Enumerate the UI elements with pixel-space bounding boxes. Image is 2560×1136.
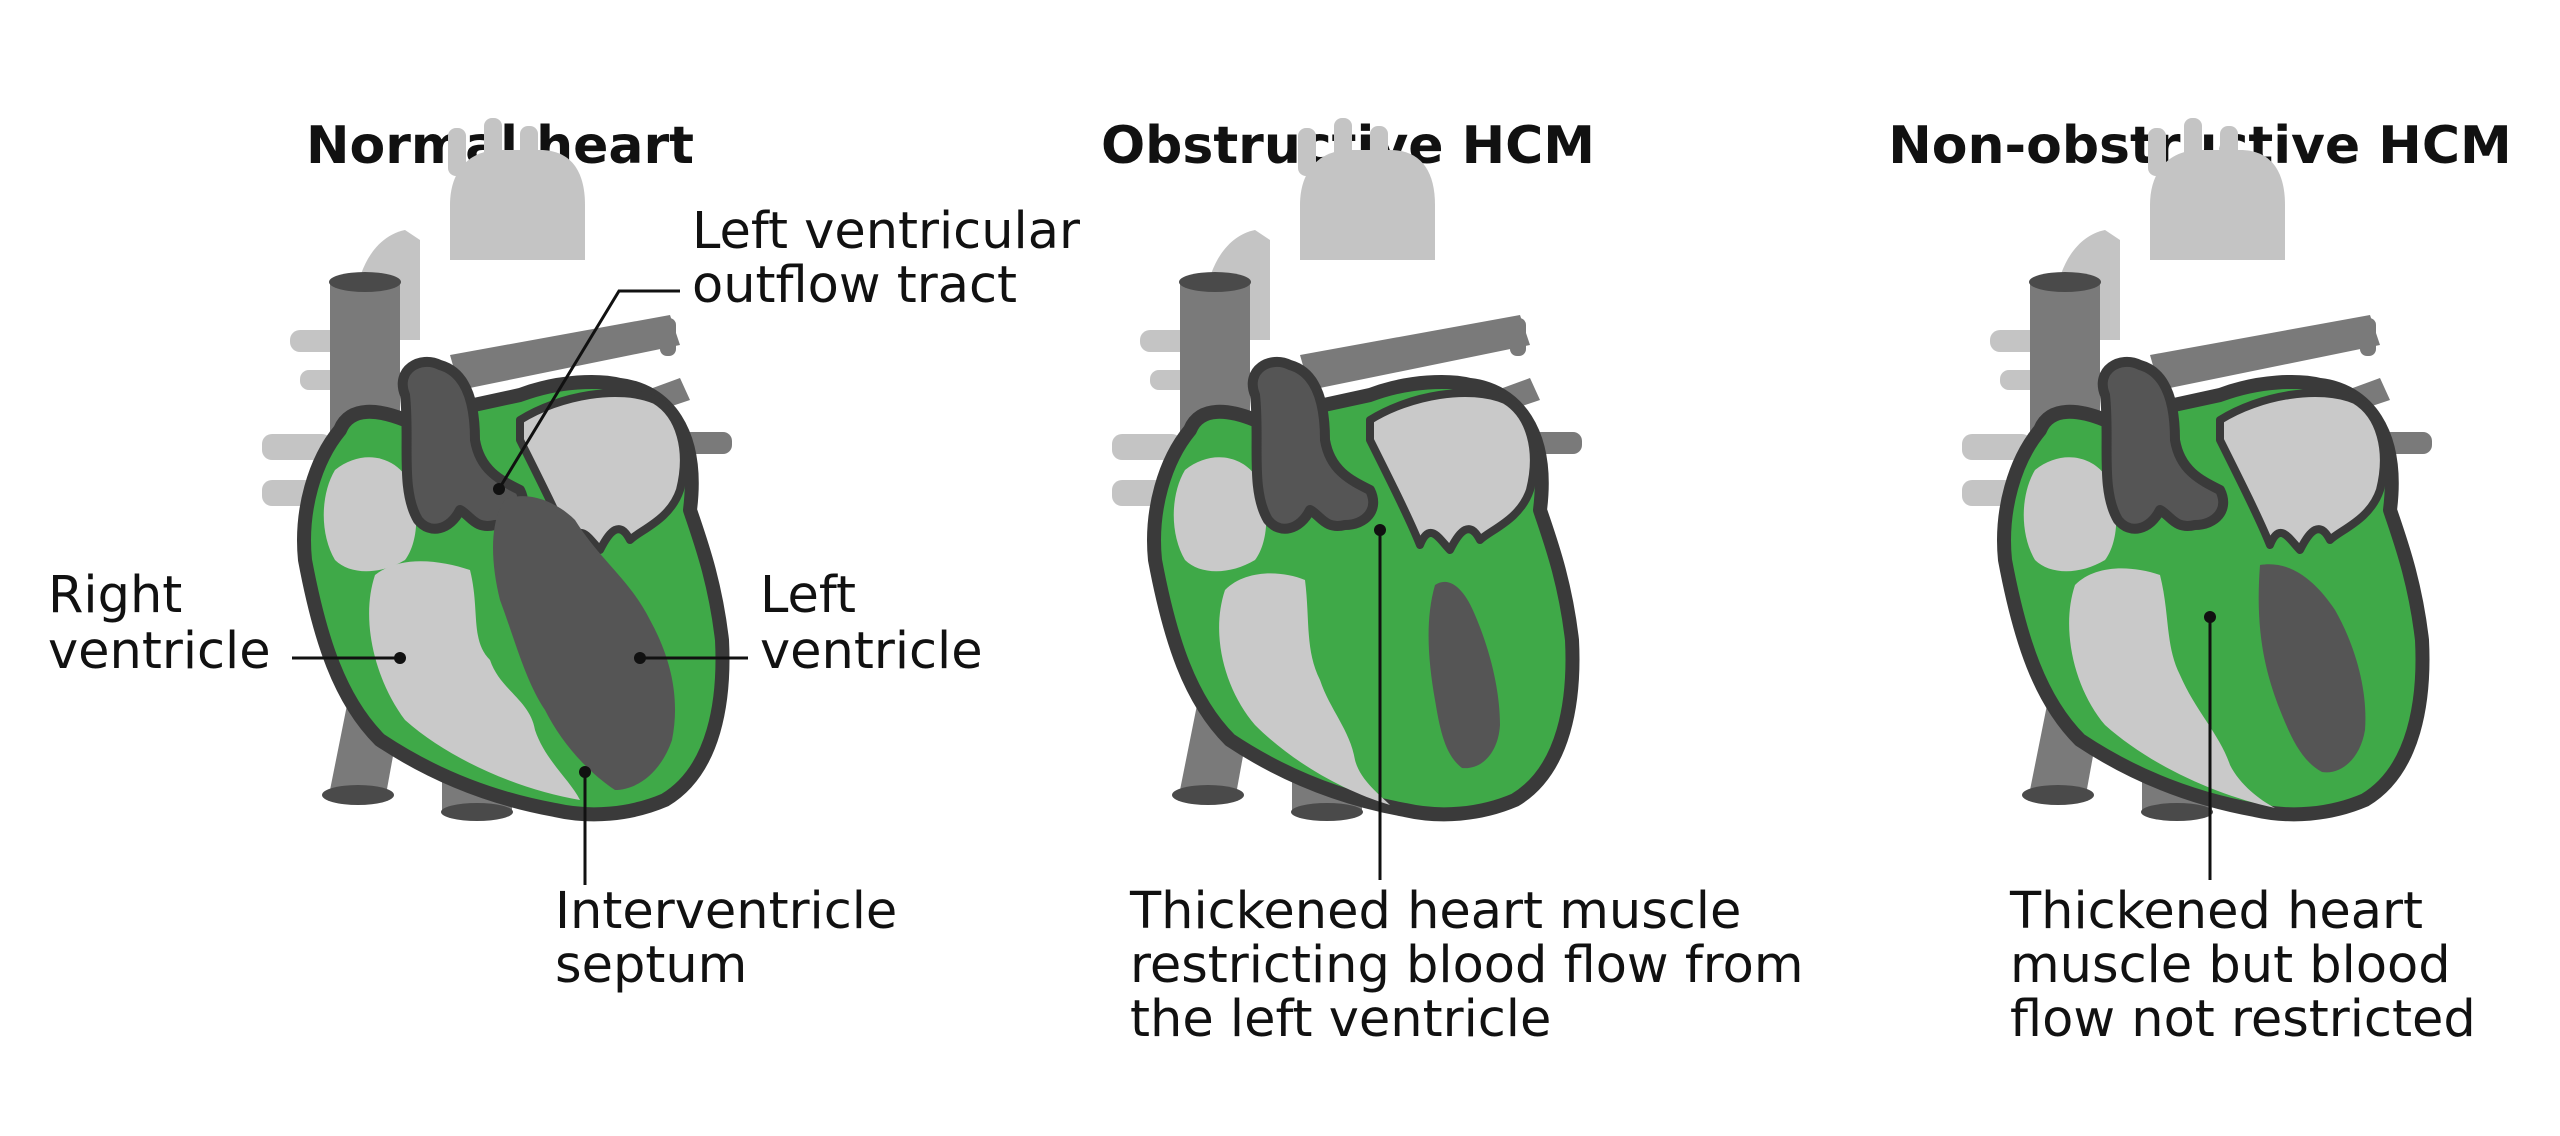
non-obstructive-hcm-panel: Non-obstructive HCM Thickened heart musc… — [1888, 116, 2512, 1049]
normal-heart-illustration — [262, 118, 732, 821]
obstructive-hcm-illustration — [1112, 118, 1582, 821]
obstructive-caption-line3: the left ventricle — [1130, 990, 1551, 1049]
right-ventricle-label-line2: ventricle — [48, 622, 271, 681]
right-ventricle-label-line1: Right — [48, 566, 182, 625]
normal-heart-panel: Normal heart Left ventricular outflow tr… — [48, 116, 1080, 995]
left-ventricle-label-line2: ventricle — [760, 622, 983, 681]
non-obstructive-caption-line3: flow not restricted — [2010, 990, 2476, 1049]
lvot-label-line2: outflow tract — [692, 256, 1017, 315]
non-obstructive-caption-line1: Thickened heart — [2009, 882, 2423, 941]
right-ventricle-callout: Right ventricle — [48, 566, 406, 681]
non-obstructive-hcm-illustration — [1962, 118, 2432, 821]
non-obstructive-callout: Thickened heart muscle but blood flow no… — [2009, 611, 2476, 1049]
non-obstructive-caption-line2: muscle but blood — [2010, 936, 2451, 995]
obstructive-caption-line1: Thickened heart muscle — [1129, 882, 1741, 941]
left-ventricle-callout: Left ventricle — [634, 566, 983, 681]
obstructive-caption-line2: restricting blood flow from — [1130, 936, 1804, 995]
septum-callout: Interventricle septum — [555, 766, 897, 995]
left-ventricle-label-line1: Left — [760, 566, 856, 625]
septum-label-line1: Interventricle — [555, 882, 897, 941]
lvot-label-line1: Left ventricular — [692, 202, 1080, 261]
obstructive-callout: Thickened heart muscle restricting blood… — [1129, 524, 1804, 1049]
lvot-callout: Left ventricular outflow tract — [493, 202, 1080, 495]
septum-label-line2: septum — [555, 936, 747, 995]
obstructive-hcm-panel: Obstructive HCM Thickened heart muscle r… — [1101, 116, 1804, 1049]
